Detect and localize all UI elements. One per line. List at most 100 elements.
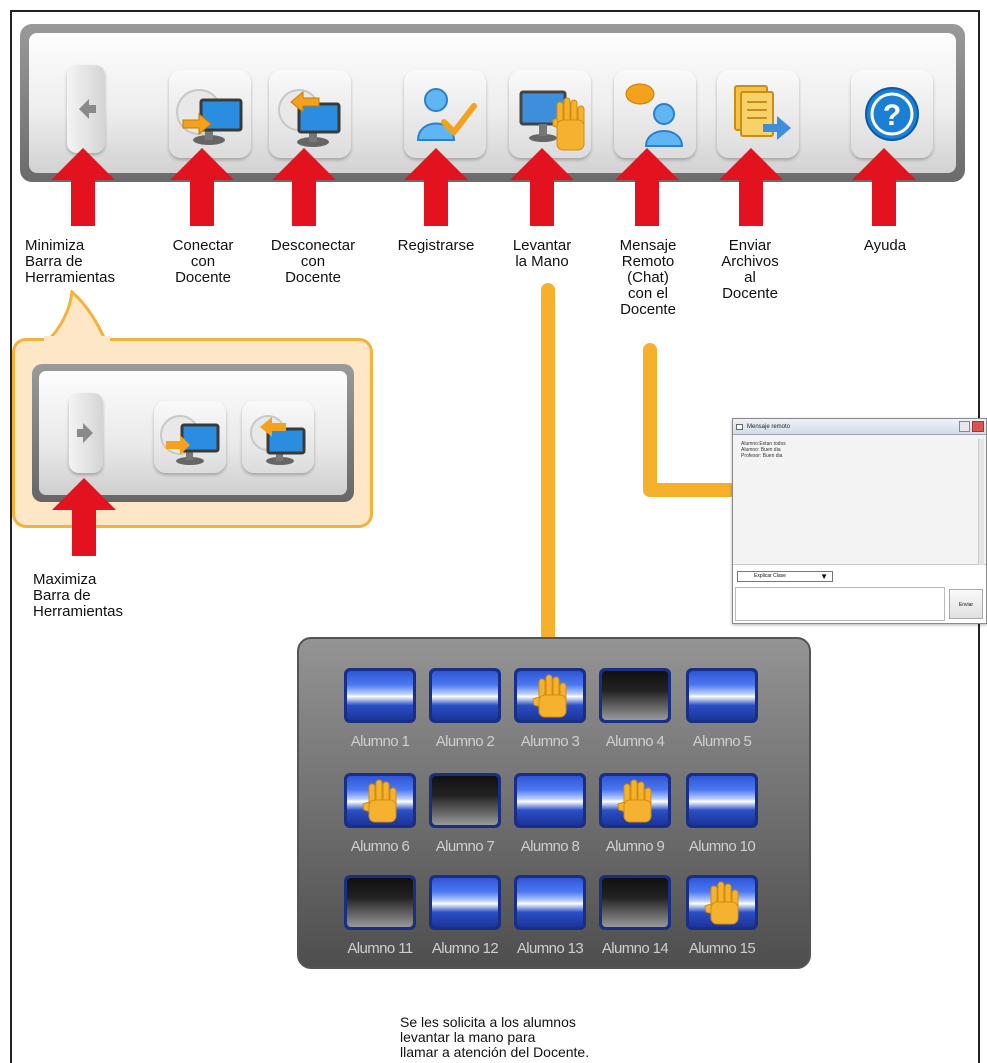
user-check-icon	[416, 88, 477, 141]
chat-window: Mensaje remoto Alumno:Estan todos Alumno…	[732, 418, 987, 624]
student-tile[interactable]	[429, 875, 501, 930]
label-chat: Mensaje Remoto (Chat) con el Docente	[619, 237, 677, 318]
student-tile[interactable]	[514, 668, 586, 723]
chat-user-icon	[625, 83, 684, 147]
red-arrow-maximize	[52, 478, 116, 556]
callout-tail-join	[44, 336, 110, 342]
student-screen	[347, 671, 413, 720]
label-send-files: Enviar Archivos al Docente	[721, 237, 779, 302]
label-disconnect: Desconectar con Docente	[270, 237, 356, 286]
bottom-note: Se les solicita a los alumnos levantar l…	[400, 1014, 590, 1060]
monitor-hand-icon	[519, 90, 585, 151]
chevron-down-icon: ▼	[820, 572, 828, 581]
student-tile[interactable]	[686, 875, 758, 930]
student-tile[interactable]	[599, 668, 671, 723]
red-arrow-minimize	[51, 148, 115, 226]
student-tile[interactable]	[599, 773, 671, 828]
raised-hand-icon	[532, 674, 567, 718]
help-button[interactable]: ?	[851, 70, 933, 158]
chat-message: Alumno:Estan todos	[741, 441, 786, 447]
minimized-toolbar	[32, 364, 354, 502]
send-files-button[interactable]	[717, 70, 799, 158]
disconnect-teacher-button[interactable]	[269, 70, 351, 158]
student-label: Alumno 2	[435, 733, 495, 750]
label-connect: Conectar con Docente	[172, 237, 234, 286]
student-screen	[432, 878, 498, 927]
chat-message-input[interactable]	[735, 587, 945, 621]
raise-hand-button[interactable]	[509, 70, 591, 158]
student-label: Alumno 4	[605, 733, 665, 750]
label-help: Ayuda	[863, 237, 907, 254]
student-screen-off	[602, 878, 668, 927]
svg-text:?: ?	[883, 99, 901, 132]
student-screen	[689, 776, 755, 825]
minimize-toolbar-button[interactable]	[67, 65, 105, 153]
student-label: Alumno 15	[688, 940, 756, 957]
chat-messages: Alumno:Estan todos Alumno: Buen dia Prof…	[733, 435, 986, 565]
student-label: Alumno 12	[431, 940, 499, 957]
student-tile[interactable]	[514, 875, 586, 930]
student-label: Alumno 14	[601, 940, 669, 957]
red-arrow-help	[852, 148, 916, 226]
mini-connect-button[interactable]	[154, 401, 226, 473]
red-arrow-connect	[170, 148, 234, 226]
student-label: Alumno 11	[347, 940, 413, 957]
label-raise-hand: Levantar la Mano	[512, 237, 572, 270]
student-screen	[347, 776, 413, 825]
red-arrow-send-files	[719, 148, 783, 226]
student-screen	[517, 671, 583, 720]
student-screen-off	[347, 878, 413, 927]
minimized-toolbar-body	[39, 371, 347, 495]
document-arrow-icon	[734, 85, 791, 140]
main-toolbar-body: ?	[29, 33, 956, 173]
register-button[interactable]	[404, 70, 486, 158]
student-tile[interactable]	[686, 668, 758, 723]
student-label: Alumno 7	[435, 838, 495, 855]
chat-teacher-button[interactable]	[614, 70, 696, 158]
connect-teacher-button[interactable]	[169, 70, 251, 158]
student-tile[interactable]	[344, 773, 416, 828]
student-tile[interactable]	[686, 773, 758, 828]
student-label: Alumno 1	[350, 733, 410, 750]
arrow-right-icon	[77, 423, 93, 443]
main-toolbar: ?	[20, 24, 965, 182]
student-label: Alumno 9	[605, 838, 665, 855]
student-screen	[602, 776, 668, 825]
maximize-toolbar-button[interactable]	[69, 393, 103, 473]
help-icon: ?	[865, 87, 919, 141]
chat-message: Alumno: Buen dia	[741, 447, 781, 453]
label-register: Registrarse	[397, 237, 475, 254]
maximize-window-icon[interactable]	[959, 421, 970, 432]
message-type-select[interactable]: Explicar Clase ▼	[737, 571, 833, 582]
chat-scrollbar[interactable]	[978, 439, 984, 565]
student-label: Alumno 3	[520, 733, 580, 750]
raised-hand-icon	[362, 779, 397, 823]
raised-hand-icon	[617, 779, 652, 823]
raised-hand-icon	[704, 881, 739, 925]
student-label: Alumno 10	[688, 838, 756, 855]
send-message-button[interactable]: Enviar	[949, 589, 983, 619]
student-label: Alumno 8	[520, 838, 580, 855]
chat-message: Profesor: Buen dia	[741, 453, 783, 459]
connect-monitor-icon	[160, 415, 220, 465]
student-label: Alumno 6	[350, 838, 410, 855]
student-tile[interactable]	[599, 875, 671, 930]
close-window-icon[interactable]	[972, 421, 984, 432]
student-label: Alumno 5	[692, 733, 752, 750]
window-icon	[736, 424, 743, 430]
student-tile[interactable]	[344, 668, 416, 723]
label-minimize: Minimiza Barra de Herramientas	[25, 237, 116, 286]
student-tile[interactable]	[344, 875, 416, 930]
mini-disconnect-button[interactable]	[242, 401, 314, 473]
student-screen	[517, 878, 583, 927]
red-arrow-raise-hand	[510, 148, 574, 226]
callout-tail	[41, 290, 109, 344]
student-screen-off	[602, 671, 668, 720]
student-tile[interactable]	[429, 773, 501, 828]
connect-monitor-icon	[176, 89, 243, 145]
student-tile[interactable]	[429, 668, 501, 723]
student-screen	[689, 878, 755, 927]
student-tile[interactable]	[514, 773, 586, 828]
chat-title-bar: Mensaje remoto	[733, 419, 986, 435]
